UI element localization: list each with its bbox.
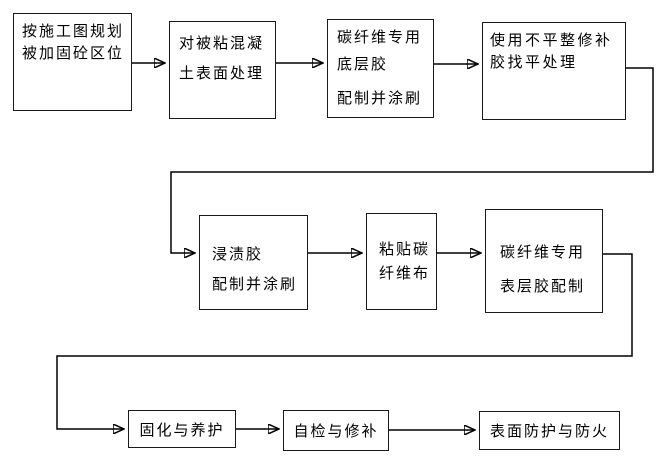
node-line: 配制并涂刷 [337, 90, 423, 107]
node-line: 按施工图规划 [22, 23, 125, 40]
node-curing-maintenance: 固化与养护 [128, 410, 236, 448]
node-line: 粘贴碳 [379, 241, 431, 258]
node-line: 底层胶 [337, 56, 389, 73]
node-line: 碳纤维专用 [500, 244, 586, 261]
node-line: 自检与修补 [293, 423, 379, 440]
node-topcoat-adhesive-prepare: 碳纤维专用 表层胶配制 [485, 209, 603, 313]
node-concrete-surface-treatment: 对被粘混凝 土表面处理 [169, 21, 276, 119]
node-line: 纤维布 [379, 265, 431, 282]
node-line: 配制并涂刷 [212, 276, 298, 293]
node-line: 对被粘混凝 [179, 35, 265, 52]
node-line: 土表面处理 [179, 65, 265, 82]
node-line: 浸渍胶 [212, 246, 264, 263]
node-line: 表层胶配制 [500, 278, 586, 295]
node-surface-fire-protection: 表面防护与防火 [479, 411, 620, 450]
node-line: 固化与养护 [139, 421, 225, 439]
node-line: 胶找平处理 [490, 54, 578, 71]
node-saturant-adhesive-apply: 浸渍胶 配制并涂刷 [199, 215, 308, 310]
node-self-inspection-repair: 自检与修补 [283, 410, 389, 451]
node-line: 碳纤维专用 [337, 29, 423, 46]
node-line: 表面防护与防火 [489, 423, 609, 440]
node-paste-carbon-fiber-cloth: 粘贴碳 纤维布 [366, 213, 437, 310]
node-line: 被加固砼区位 [22, 45, 125, 62]
node-line: 使用不平整修补 [490, 32, 613, 49]
node-leveling-repair-adhesive: 使用不平整修补 胶找平处理 [482, 22, 626, 120]
node-plan-reinforcement-area: 按施工图规划 被加固砼区位 [13, 13, 132, 111]
node-primer-adhesive-apply: 碳纤维专用 底层胶 配制并涂刷 [327, 19, 434, 118]
